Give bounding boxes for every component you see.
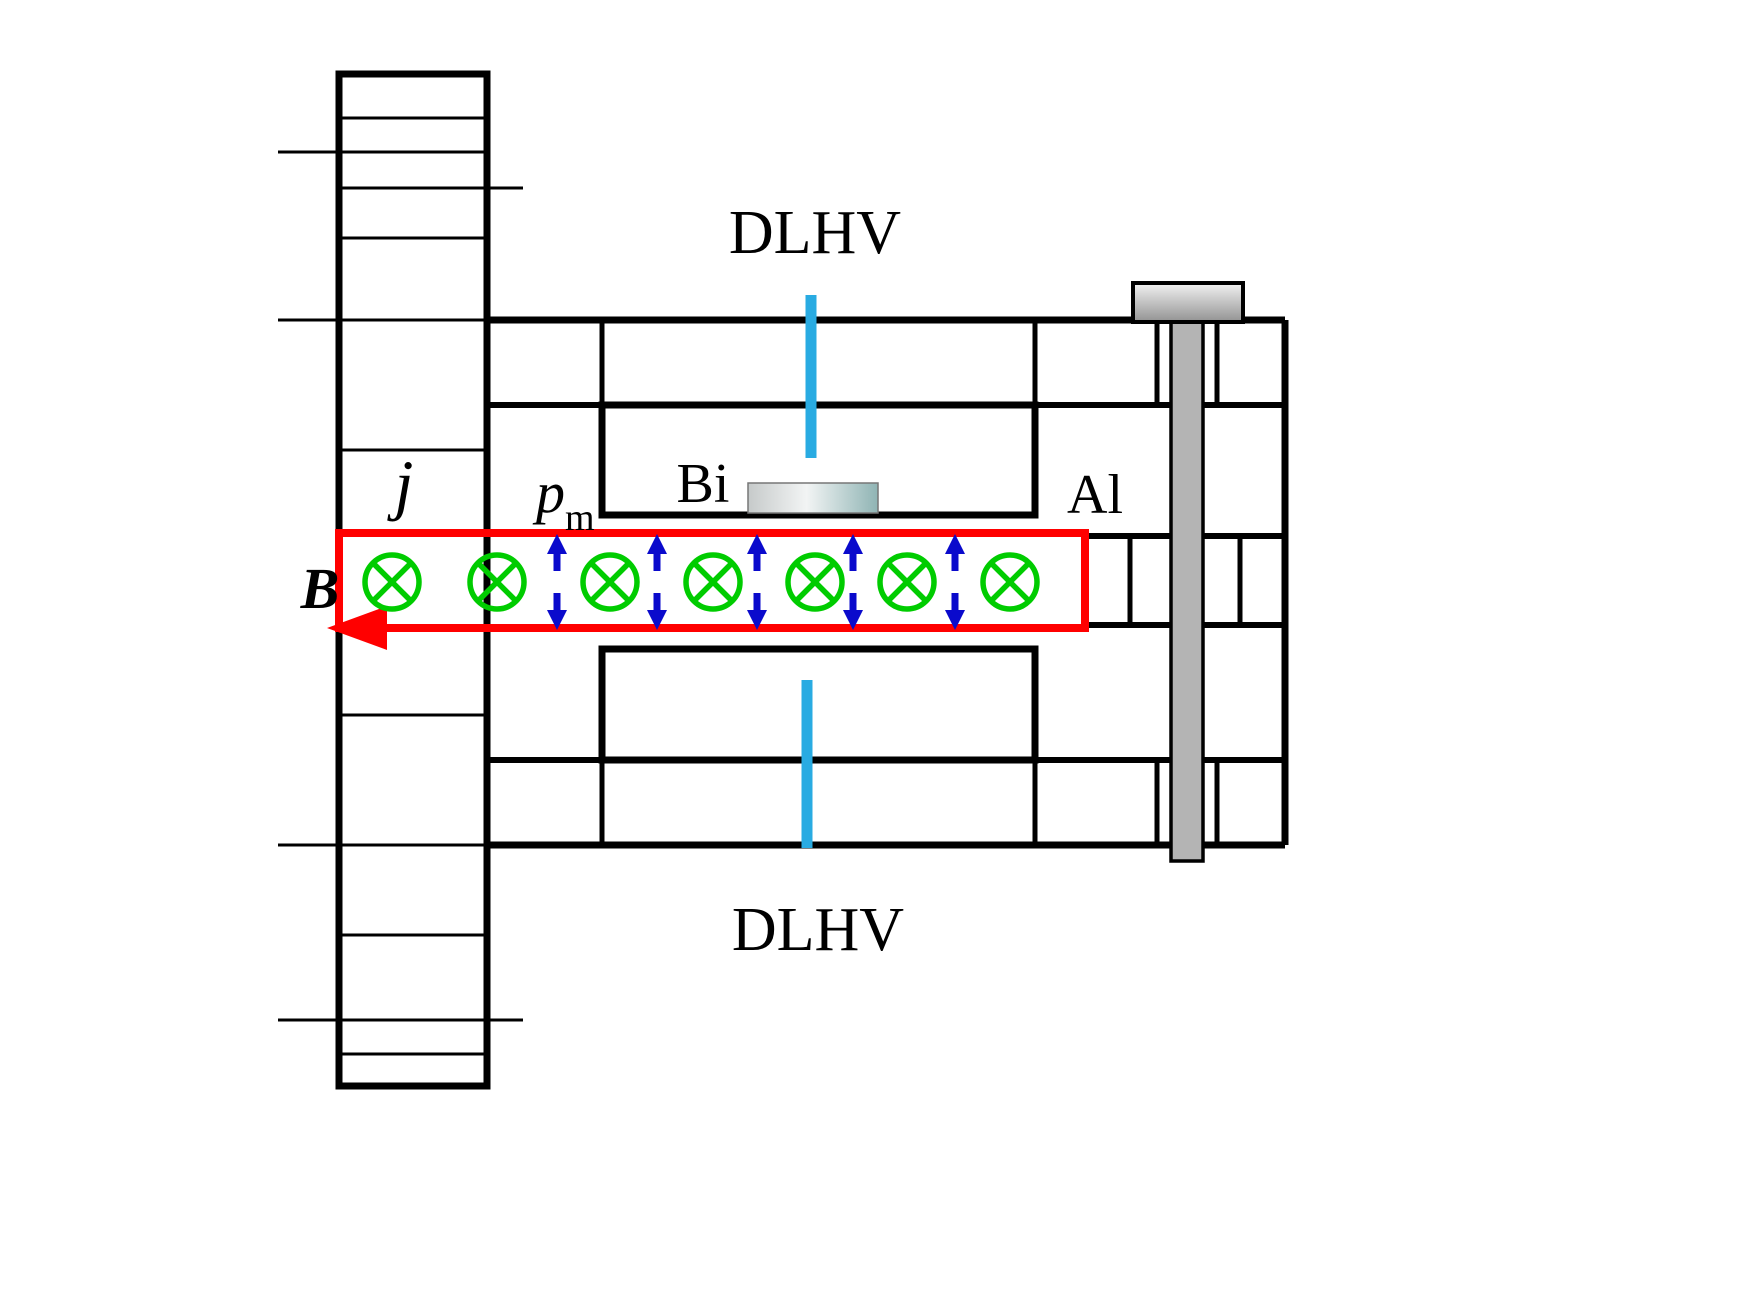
moment-arrow-down-icon [843, 593, 863, 630]
b-field-into-page-icon [785, 552, 845, 612]
moment-arrow-down-icon [647, 593, 667, 630]
field-channel [327, 529, 1089, 650]
flange-slat-lines [342, 116, 484, 1056]
moment-arrow-up-icon [843, 534, 863, 571]
b-field-into-page-icon [362, 552, 422, 612]
b-field-label: B [300, 556, 340, 621]
dlhv-bottom-label: DLHV [732, 896, 904, 964]
moment-label-p: p [532, 460, 565, 525]
b-field-into-page-icon [467, 552, 527, 612]
main-body [488, 316, 1289, 849]
moment-arrow-up-icon [647, 534, 667, 571]
field-direction-arrowhead-icon [327, 606, 387, 650]
b-field-into-page-icon [580, 552, 640, 612]
moment-label-sub-m: m [565, 497, 595, 539]
left-flange [278, 70, 523, 1090]
flange-tick-lines [278, 150, 523, 1022]
bi-sample [747, 482, 879, 514]
moment-arrow-down-icon [747, 593, 767, 630]
moment-label: pm [532, 460, 595, 539]
field-symbols-group [362, 552, 1040, 612]
moment-arrow-down-icon [547, 593, 567, 630]
band-dividers [599, 322, 1243, 843]
dlhv-top-label: DLHV [729, 199, 901, 267]
moment-arrow-up-icon [747, 534, 767, 571]
lower-pole-block [598, 645, 1039, 764]
b-field-into-page-icon [980, 552, 1040, 612]
moment-arrows-group [547, 534, 965, 630]
al-label: Al [1067, 464, 1123, 526]
moment-arrow-up-icon [945, 534, 965, 571]
bolt [1131, 281, 1245, 863]
bolt-head [1131, 281, 1245, 324]
bolt-shaft [1169, 320, 1205, 863]
b-field-into-page-icon [683, 552, 743, 612]
b-field-into-page-icon [877, 552, 937, 612]
moment-arrow-up-icon [547, 534, 567, 571]
moment-arrow-down-icon [945, 593, 965, 630]
field-channel-outline [335, 529, 1089, 632]
bi-label: Bi [677, 453, 730, 515]
